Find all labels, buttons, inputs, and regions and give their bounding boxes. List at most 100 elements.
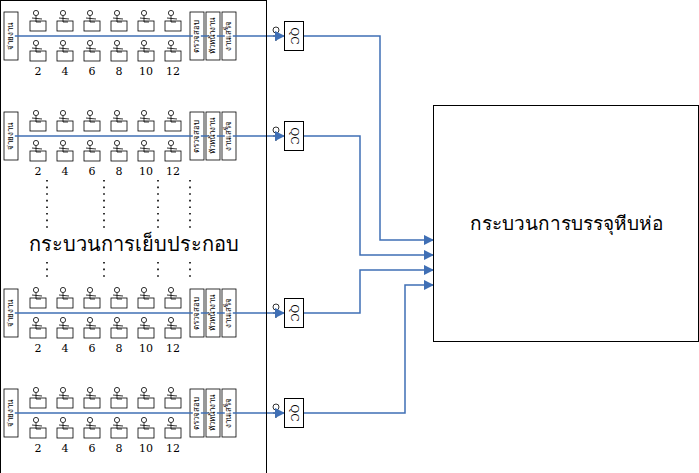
station-label: หัวหน้างาน — [209, 294, 217, 332]
worker-icon — [57, 110, 73, 131]
worker-icon — [84, 140, 100, 161]
worker-icon — [138, 110, 154, 131]
worker-icon — [57, 40, 73, 61]
worker-icon — [165, 40, 181, 61]
position-number: 4 — [62, 66, 69, 78]
qc-box: QC — [284, 398, 304, 428]
worker-icon — [138, 287, 154, 308]
station-label: งานเสร็จ — [225, 120, 233, 152]
worker-icon — [165, 287, 181, 308]
continuation-dots — [189, 180, 191, 228]
continuation-dots — [189, 262, 191, 280]
worker-icon — [57, 317, 73, 338]
worker-icon — [111, 387, 127, 408]
worker-icon — [165, 317, 181, 338]
worker-icon — [30, 10, 46, 31]
position-number: 2 — [35, 66, 42, 78]
position-number: 2 — [35, 343, 42, 355]
worker-icon — [57, 387, 73, 408]
worker-icon — [111, 417, 127, 438]
worker-icon — [111, 110, 127, 131]
position-number: 6 — [89, 66, 96, 78]
process-title: กระบวนการบรรจุหีบห่อ — [470, 213, 663, 234]
continuation-dots — [103, 262, 105, 280]
worker-icon — [30, 317, 46, 338]
station-label: หัวหน้างาน — [209, 117, 217, 155]
worker-icon — [84, 10, 100, 31]
position-number: 12 — [166, 343, 180, 355]
worker-icon — [165, 417, 181, 438]
worker-icon — [165, 387, 181, 408]
worker-icon — [111, 140, 127, 161]
position-number: 12 — [166, 166, 180, 178]
worker-icon — [30, 110, 46, 131]
station-label: ตรวจสอบ — [193, 119, 201, 154]
worker-icon — [30, 287, 46, 308]
worker-icon — [84, 317, 100, 338]
worker-icon — [84, 417, 100, 438]
worker-icon — [30, 40, 46, 61]
continuation-dots — [157, 262, 159, 280]
worker-icon — [57, 10, 73, 31]
station-label: ตรวจสอบ — [193, 296, 201, 331]
position-number: 12 — [166, 66, 180, 78]
position-number: 10 — [139, 343, 153, 355]
worker-icon — [30, 387, 46, 408]
station-label: หัวหน้างาน — [209, 394, 217, 432]
worker-icon — [57, 287, 73, 308]
position-number: 2 — [35, 166, 42, 178]
position-number: 2 — [35, 443, 42, 455]
process-title: กระบวนการเย็บประกอบ — [29, 233, 239, 255]
flow-arrow — [267, 135, 284, 137]
continuation-dots — [46, 262, 48, 280]
worker-icon — [138, 40, 154, 61]
station-label: จ่ายงาน — [7, 399, 15, 428]
station-label: งานเสร็จ — [225, 20, 233, 52]
sewing-line — [4, 287, 280, 338]
worker-icon — [111, 10, 127, 31]
position-number: 6 — [89, 166, 96, 178]
station-label: หัวหน้างาน — [209, 17, 217, 55]
worker-icon — [165, 10, 181, 31]
worker-icon — [165, 110, 181, 131]
flow-arrow — [267, 312, 284, 314]
inspector-icon — [273, 404, 280, 418]
position-number: 10 — [139, 66, 153, 78]
position-number: 4 — [62, 166, 69, 178]
station-label: งานเสร็จ — [225, 397, 233, 429]
worker-icon — [84, 387, 100, 408]
flow-arrow — [304, 36, 433, 240]
sewing-line — [4, 387, 280, 438]
qc-label: QC — [288, 404, 300, 421]
worker-icon — [111, 287, 127, 308]
station-label: ตรวจสอบ — [193, 19, 201, 54]
worker-icon — [84, 287, 100, 308]
station-label: ตรวจสอบ — [193, 396, 201, 431]
qc-label: QC — [288, 27, 300, 44]
continuation-dots — [103, 180, 105, 228]
worker-icon — [84, 110, 100, 131]
process-box: กระบวนการบรรจุหีบห่อ — [433, 105, 699, 342]
position-number: 10 — [139, 443, 153, 455]
qc-box: QC — [284, 21, 304, 51]
position-number: 6 — [89, 443, 96, 455]
continuation-dots — [46, 180, 48, 228]
worker-icon — [138, 387, 154, 408]
worker-icon — [30, 140, 46, 161]
worker-icon — [57, 417, 73, 438]
flow-arrow — [267, 412, 284, 414]
flow-arrow — [304, 270, 433, 313]
worker-icon — [165, 140, 181, 161]
sewing-line — [4, 10, 280, 61]
qc-box: QC — [284, 121, 304, 151]
position-number: 6 — [89, 343, 96, 355]
position-number: 8 — [116, 66, 123, 78]
position-number: 10 — [139, 166, 153, 178]
position-number: 12 — [166, 443, 180, 455]
worker-icon — [138, 140, 154, 161]
flow-arrow — [267, 35, 284, 37]
inspector-icon — [273, 127, 280, 141]
worker-icon — [84, 40, 100, 61]
position-number: 8 — [116, 343, 123, 355]
worker-icon — [111, 317, 127, 338]
